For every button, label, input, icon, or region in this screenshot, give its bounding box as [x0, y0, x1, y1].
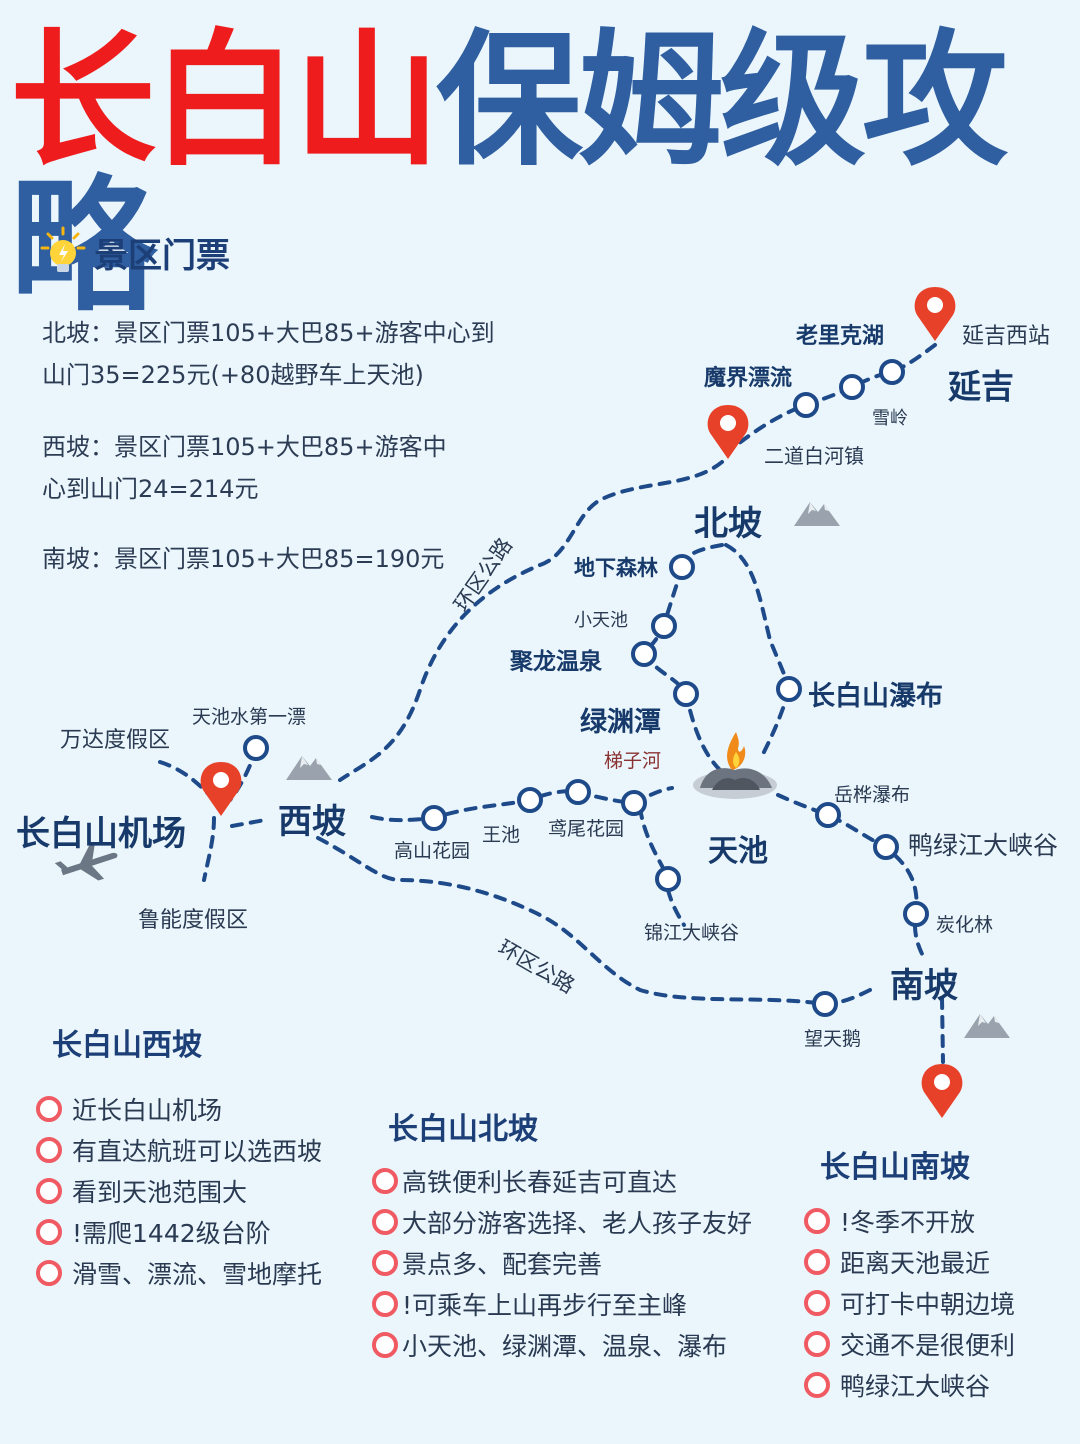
place-label: 雪岭	[872, 408, 908, 429]
place-label: 长白山瀑布	[808, 681, 943, 712]
bullet-circle-icon	[804, 1371, 830, 1398]
bullet-circle-icon	[372, 1208, 398, 1235]
bullet-circle-icon	[36, 1095, 62, 1122]
list-item: 小天池、绿渊潭、温泉、瀑布	[402, 1331, 728, 1361]
ticket-west: 西坡：景区门票105+大巴85+游客中 心到山门24=214元	[42, 426, 447, 510]
place-label-major: 西坡	[278, 802, 346, 842]
lightbulb-icon	[40, 226, 86, 272]
map-pin-icon	[707, 405, 749, 459]
place-label-major: 南坡	[890, 966, 958, 1006]
place-label: 魔界漂流	[704, 366, 793, 391]
list-item: 高铁便利长春延吉可直达	[402, 1167, 678, 1197]
ticket-south-line: 南坡：景区门票105+大巴85=190元	[42, 545, 445, 573]
place-label-major: 北坡	[694, 504, 762, 544]
west-list: 近长白山机场 有直达航班可以选西坡 看到天池范围大 !需爬1442级台阶 滑雪、…	[36, 1088, 322, 1293]
place-label: 万达度假区	[60, 728, 171, 753]
ticket-north-line: 山门35=225元(+80越野车上天池)	[42, 361, 424, 389]
list-item: 滑雪、漂流、雪地摩托	[72, 1259, 323, 1289]
mountain-icon	[964, 1014, 1010, 1038]
north-list: 高铁便利长春延吉可直达 大部分游客选择、老人孩子友好 景点多、配套完善 !可乘车…	[372, 1160, 752, 1365]
list-item: 交通不是很便利	[840, 1330, 1016, 1360]
ticket-heading: 景区门票	[38, 226, 230, 278]
place-label: 梯子河	[604, 750, 662, 772]
place-label: 望天鹅	[804, 1028, 862, 1050]
bullet-circle-icon	[36, 1136, 62, 1163]
place-label: 绿渊潭	[580, 707, 661, 738]
place-label: 鸭绿江大峡谷	[908, 831, 1059, 860]
place-label: 鸢尾花园	[548, 818, 625, 840]
place-label: 锦江大峡谷	[644, 922, 740, 944]
list-item: 景点多、配套完善	[402, 1249, 603, 1279]
section-title-south: 长白山南坡	[820, 1150, 970, 1185]
bullet-circle-icon	[372, 1290, 398, 1317]
airplane-icon	[54, 843, 118, 881]
map-pin-icon	[200, 762, 242, 816]
place-label: 地下森林	[574, 556, 658, 580]
list-item: 看到天池范围大	[72, 1177, 248, 1207]
list-item: !需爬1442级台阶	[72, 1218, 271, 1248]
place-label: 鲁能度假区	[138, 908, 249, 933]
bullet-circle-icon	[36, 1259, 62, 1286]
place-label: 炭化林	[936, 914, 994, 936]
ticket-west-line: 西坡：景区门票105+大巴85+游客中	[42, 433, 447, 461]
section-title-north: 长白山北坡	[388, 1112, 538, 1147]
map-pin-icon	[921, 1064, 963, 1118]
page-title: 长白山保姆级攻略	[10, 28, 1080, 320]
bullet-circle-icon	[804, 1330, 830, 1357]
list-item: 距离天池最近	[840, 1248, 991, 1278]
bullet-circle-icon	[372, 1331, 398, 1358]
ticket-north-line: 北坡：景区门票105+大巴85+游客中心到	[42, 319, 495, 347]
title-part-blue: 保姆级攻略	[10, 16, 1008, 332]
ticket-south: 南坡：景区门票105+大巴85=190元	[42, 538, 444, 580]
list-item: 可打卡中朝边境	[840, 1289, 1016, 1319]
place-label: 聚龙温泉	[510, 649, 602, 675]
place-label: 岳桦瀑布	[834, 784, 911, 806]
stop-markers	[243, 359, 929, 1017]
place-label: 老里克湖	[796, 324, 885, 349]
place-label: 延吉西站	[962, 324, 1051, 349]
section-title-west: 长白山西坡	[52, 1028, 202, 1063]
title-part-red: 长白山	[10, 16, 440, 186]
map-pin-icon	[914, 287, 956, 341]
place-label-major: 长白山机场	[16, 814, 186, 854]
volcano-fire-icon	[693, 732, 777, 799]
list-item: !冬季不开放	[840, 1207, 976, 1237]
bullet-circle-icon	[804, 1248, 830, 1275]
place-label: 天池水第一漂	[192, 706, 307, 728]
place-label: 高山花园	[394, 840, 471, 862]
place-label-major: 天池	[708, 834, 768, 869]
bullet-circle-icon	[36, 1218, 62, 1245]
south-list: !冬季不开放 距离天池最近 可打卡中朝边境 交通不是很便利 鸭绿江大峡谷	[804, 1200, 1015, 1405]
place-label: 小天池	[574, 610, 628, 631]
list-item: 有直达航班可以选西坡	[72, 1136, 323, 1166]
place-label-major: 延吉	[948, 367, 1014, 406]
ticket-heading-text: 景区门票	[94, 235, 230, 276]
list-item: 大部分游客选择、老人孩子友好	[402, 1208, 753, 1238]
bullet-circle-icon	[36, 1177, 62, 1204]
bullet-circle-icon	[804, 1289, 830, 1316]
mountain-icon	[794, 502, 840, 526]
mountain-icon	[286, 756, 332, 780]
place-label: 二道白河镇	[764, 444, 864, 468]
place-label: 王池	[482, 824, 521, 846]
list-item: !可乘车上山再步行至主峰	[402, 1290, 688, 1320]
bullet-circle-icon	[804, 1207, 830, 1234]
ticket-west-line: 心到山门24=214元	[42, 475, 259, 503]
bullet-circle-icon	[372, 1167, 398, 1194]
list-item: 鸭绿江大峡谷	[840, 1371, 991, 1401]
list-item: 近长白山机场	[72, 1095, 223, 1125]
bullet-circle-icon	[372, 1249, 398, 1276]
ticket-north: 北坡：景区门票105+大巴85+游客中心到 山门35=225元(+80越野车上天…	[42, 312, 495, 396]
